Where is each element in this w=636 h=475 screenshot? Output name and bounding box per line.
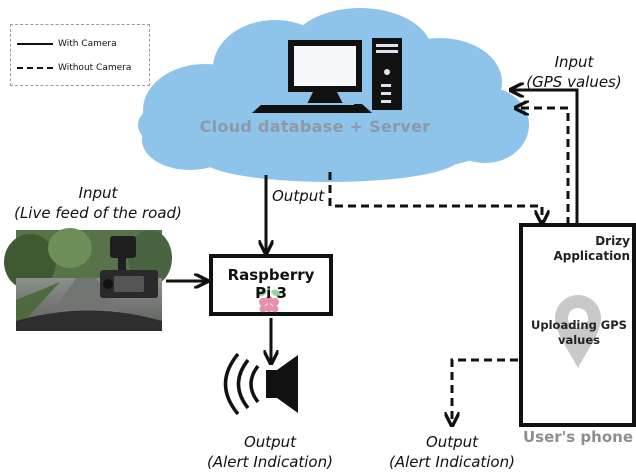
arrow-phone-to-alert-dashed <box>452 358 518 424</box>
speaker-output-label: Output (Alert Indication) <box>190 432 350 472</box>
speaker-output-subtitle: (Alert Indication) <box>207 453 333 471</box>
raspberry-pi-box <box>209 254 333 316</box>
gps-input-label: Input (GPS values) <box>512 52 636 92</box>
arrow-cloud-to-phone-dashed <box>328 172 542 222</box>
phone-caption: User's phone <box>523 428 633 446</box>
phone-upload-text: Uploading GPS values <box>528 318 630 348</box>
gps-input-title: Input <box>554 53 594 71</box>
arrow-phone-to-cloud-dashed <box>517 108 570 225</box>
cloud-label: Cloud database + Server <box>199 117 431 136</box>
phone-app-title: Drizy Application <box>528 234 630 264</box>
camera-input-title: Input <box>78 184 118 202</box>
legend-label-with-camera: With Camera <box>58 39 117 49</box>
raspberry-pi-logo-icon <box>257 289 281 313</box>
raspberry-pi-label: Raspberry Pi 3 <box>218 266 324 302</box>
phone-upload-line2: values <box>557 333 601 347</box>
phone-upload-line1: Uploading GPS <box>531 318 627 332</box>
desktop-computer-icon <box>252 38 402 113</box>
speaker-alert-icon <box>223 352 298 416</box>
legend: With Camera Without Camera <box>10 24 150 86</box>
camera-input-subtitle: (Live feed of the road) <box>14 204 182 222</box>
arrow-phone-to-cloud-solid <box>512 90 579 225</box>
phone-app-subtitle: Application <box>553 249 630 263</box>
speaker-output-title: Output <box>243 433 297 451</box>
camera-input-label: Input (Live feed of the road) <box>8 183 188 223</box>
raspberry-pi-line1: Raspberry <box>227 266 315 284</box>
gps-input-subtitle: (GPS values) <box>526 73 622 91</box>
phone-output-title: Output <box>425 433 479 451</box>
raspberry-pi-line2: Pi 3 <box>255 284 287 302</box>
legend-label-without-camera: Without Camera <box>58 63 132 73</box>
phone-output-subtitle: (Alert Indication) <box>389 453 515 471</box>
map-pin-icon <box>555 295 601 368</box>
phone-output-label: Output (Alert Indication) <box>372 432 532 472</box>
dashcam-road-photo <box>4 228 172 331</box>
legend-item-without-camera: Without Camera <box>17 62 131 74</box>
cloud-output-label: Output <box>272 187 325 205</box>
phone-app-name: Drizy <box>595 234 630 248</box>
legend-item-with-camera: With Camera <box>17 38 117 50</box>
